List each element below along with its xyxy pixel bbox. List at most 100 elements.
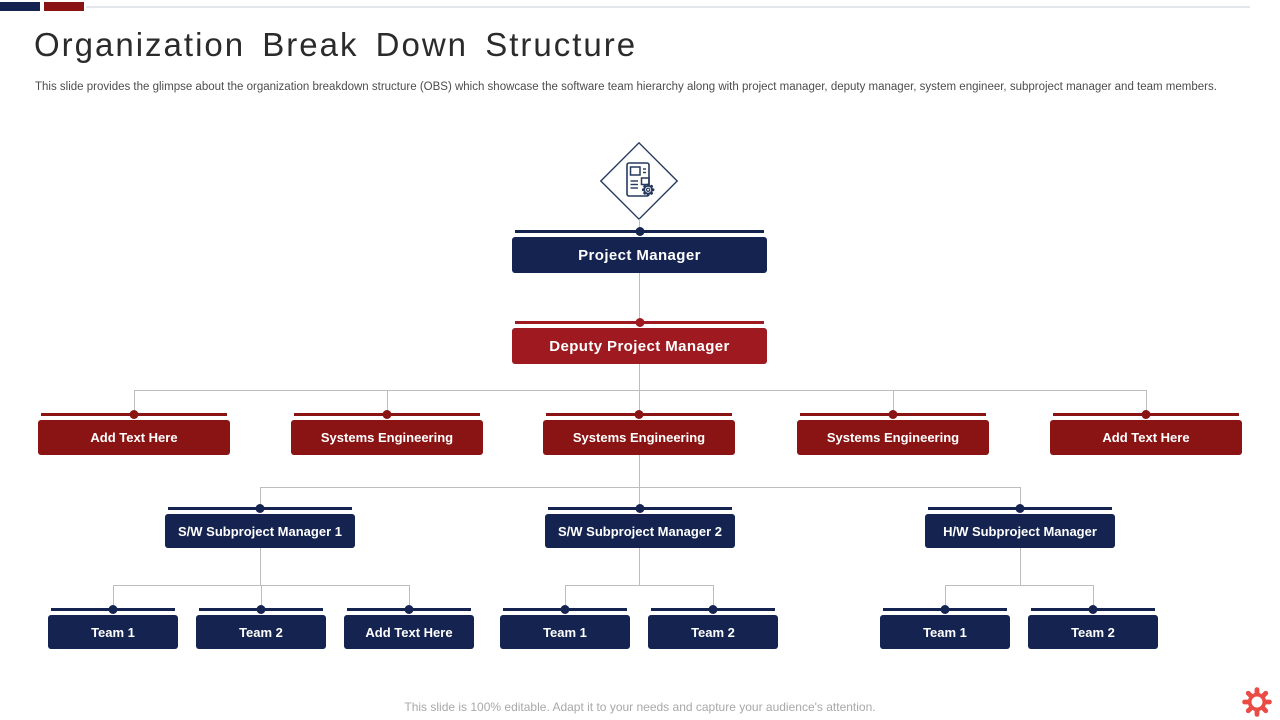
node-team-1-group-1[interactable]: Team 1 bbox=[48, 605, 178, 649]
node-top-bar bbox=[548, 504, 732, 513]
node-top-bar bbox=[883, 605, 1007, 614]
node-systems-engineering-3[interactable]: Systems Engineering bbox=[797, 410, 989, 455]
node-add-text-here-2[interactable]: Add Text Here bbox=[1050, 410, 1242, 455]
node-label: S/W Subproject Manager 1 bbox=[178, 523, 342, 539]
node-dot bbox=[635, 318, 644, 327]
node-top-bar bbox=[651, 605, 775, 614]
connector bbox=[639, 390, 640, 413]
node-label: Project Manager bbox=[578, 246, 701, 264]
connector bbox=[387, 390, 388, 413]
connector bbox=[409, 585, 410, 608]
connector bbox=[134, 390, 1146, 391]
connector bbox=[260, 548, 261, 585]
node-label: Team 2 bbox=[239, 624, 283, 640]
node-dot bbox=[634, 410, 644, 419]
node-dot bbox=[404, 605, 414, 614]
node-label: Systems Engineering bbox=[826, 430, 960, 445]
node-dot bbox=[708, 605, 718, 614]
node-top-bar bbox=[546, 410, 732, 419]
node-sw-subproject-manager-2[interactable]: S/W Subproject Manager 2 bbox=[545, 504, 735, 548]
connector bbox=[639, 219, 640, 230]
node-systems-engineering-2[interactable]: Systems Engineering bbox=[543, 410, 735, 455]
connector bbox=[1146, 390, 1147, 413]
node-dot bbox=[635, 227, 644, 236]
connector bbox=[1020, 548, 1021, 585]
connector bbox=[639, 364, 640, 391]
node-dot bbox=[108, 605, 118, 614]
node-label: H/W Subproject Manager bbox=[943, 523, 1097, 539]
connector bbox=[713, 585, 714, 608]
node-dot bbox=[635, 504, 645, 513]
node-top-bar bbox=[503, 605, 627, 614]
node-top-bar bbox=[41, 410, 227, 419]
node-add-text-here-group-1[interactable]: Add Text Here bbox=[344, 605, 474, 649]
node-dot bbox=[1141, 410, 1151, 419]
connector bbox=[945, 585, 1093, 586]
node-top-bar bbox=[1031, 605, 1155, 614]
node-dot bbox=[129, 410, 139, 419]
node-label: Deputy Project Manager bbox=[549, 337, 730, 355]
connector bbox=[639, 273, 640, 321]
node-top-bar bbox=[800, 410, 986, 419]
node-team-2-group-3[interactable]: Team 2 bbox=[1028, 605, 1158, 649]
node-label: Add Text Here bbox=[1102, 430, 1190, 445]
node-dot bbox=[1015, 504, 1025, 513]
node-top-bar bbox=[928, 504, 1112, 513]
node-label: Systems Engineering bbox=[320, 430, 454, 445]
connector bbox=[261, 585, 262, 608]
node-label: Team 2 bbox=[1071, 624, 1115, 640]
node-top-bar bbox=[51, 605, 175, 614]
connector bbox=[1020, 487, 1021, 507]
connector bbox=[565, 585, 713, 586]
connector bbox=[639, 548, 640, 585]
connector bbox=[134, 390, 135, 413]
connector bbox=[639, 455, 640, 487]
node-top-bar bbox=[168, 504, 352, 513]
node-dot bbox=[1088, 605, 1098, 614]
node-dot bbox=[256, 605, 266, 614]
node-hw-subproject-manager[interactable]: H/W Subproject Manager bbox=[925, 504, 1115, 548]
accent-hairline bbox=[86, 6, 1250, 8]
footer-note: This slide is 100% editable. Adapt it to… bbox=[404, 700, 876, 714]
node-team-2-group-2[interactable]: Team 2 bbox=[648, 605, 778, 649]
node-label: Add Text Here bbox=[365, 624, 453, 640]
gear-icon bbox=[1242, 687, 1272, 717]
node-dot bbox=[888, 410, 898, 419]
node-label: Add Text Here bbox=[90, 430, 178, 445]
node-top-bar bbox=[347, 605, 471, 614]
node-top-bar bbox=[515, 318, 764, 327]
slide-description: This slide provides the glimpse about th… bbox=[35, 81, 1217, 93]
node-label: Team 1 bbox=[91, 624, 135, 640]
node-dot bbox=[382, 410, 392, 419]
accent-bar-red bbox=[44, 2, 84, 11]
node-top-bar bbox=[294, 410, 480, 419]
node-label: Team 2 bbox=[691, 624, 735, 640]
node-label: S/W Subproject Manager 2 bbox=[558, 523, 722, 539]
node-top-bar bbox=[515, 227, 764, 236]
connector bbox=[113, 585, 114, 608]
node-label: Systems Engineering bbox=[572, 430, 706, 445]
node-team-1-group-3[interactable]: Team 1 bbox=[880, 605, 1010, 649]
node-top-bar bbox=[199, 605, 323, 614]
node-team-2-group-1[interactable]: Team 2 bbox=[196, 605, 326, 649]
connector bbox=[260, 487, 261, 507]
node-deputy-project-manager[interactable]: Deputy Project Manager bbox=[512, 318, 767, 364]
connector bbox=[1093, 585, 1094, 608]
node-dot bbox=[255, 504, 265, 513]
document-gear-diamond-icon bbox=[599, 141, 679, 221]
node-label: Team 1 bbox=[923, 624, 967, 640]
connector bbox=[565, 585, 566, 608]
node-systems-engineering-1[interactable]: Systems Engineering bbox=[291, 410, 483, 455]
node-dot bbox=[560, 605, 570, 614]
page-title: Organization Break Down Structure bbox=[34, 26, 638, 63]
node-add-text-here[interactable]: Add Text Here bbox=[38, 410, 230, 455]
node-sw-subproject-manager-1[interactable]: S/W Subproject Manager 1 bbox=[165, 504, 355, 548]
node-team-1-group-2[interactable]: Team 1 bbox=[500, 605, 630, 649]
connector bbox=[945, 585, 946, 608]
connector bbox=[260, 487, 1020, 488]
connector bbox=[893, 390, 894, 413]
node-project-manager[interactable]: Project Manager bbox=[512, 227, 767, 273]
node-label: Team 1 bbox=[543, 624, 587, 640]
node-top-bar bbox=[1053, 410, 1239, 419]
